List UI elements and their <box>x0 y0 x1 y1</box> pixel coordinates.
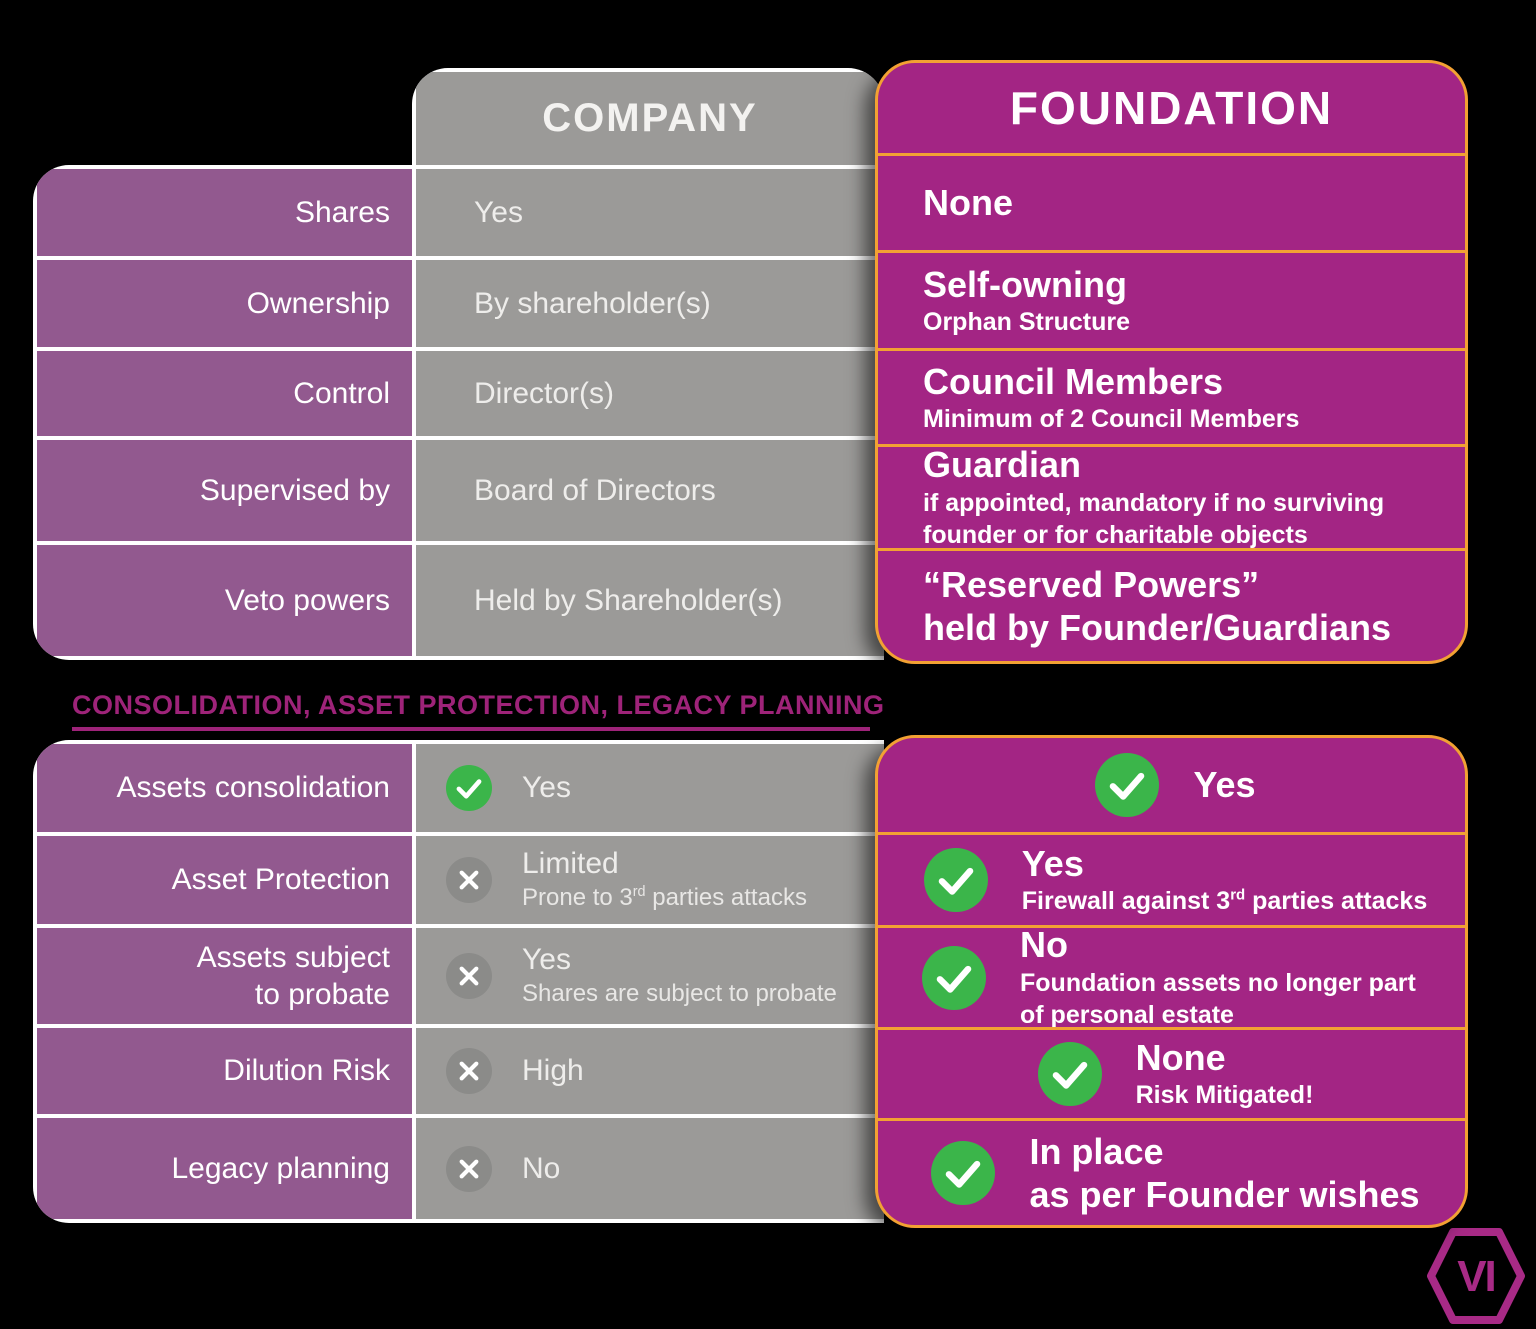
table2-company-column: Yes Limited Prone to 3rd parties attacks… <box>412 740 884 1223</box>
table2-label-assets-consolidation: Assets consolidation <box>37 744 416 832</box>
company-asset-protection: Limited Prone to 3rd parties attacks <box>416 836 884 924</box>
table1-label-veto-powers: Veto powers <box>37 545 416 656</box>
cross-icon <box>446 857 492 903</box>
check-icon <box>1037 1042 1102 1106</box>
check-icon <box>1095 753 1160 817</box>
check-icon <box>931 1141 996 1205</box>
foundation-ownership-value: Self-owning Orphan Structure <box>878 250 1465 348</box>
cross-icon <box>446 953 492 999</box>
table2-row-labels-column: Assets consolidation Asset Protection As… <box>33 740 416 1223</box>
table2-foundation-column: Yes Yes Firewall against 3rd parties att… <box>875 735 1468 1228</box>
section-heading: CONSOLIDATION, ASSET PROTECTION, LEGACY … <box>72 690 885 720</box>
logo-monogram: VI <box>1457 1252 1495 1301</box>
foundation-asset-protection: Yes Firewall against 3rd parties attacks <box>878 832 1465 925</box>
table1-label-control: Control <box>37 351 416 436</box>
table2-label-asset-protection: Asset Protection <box>37 836 416 924</box>
table1-company-column: COMPANY Yes By shareholder(s) Director(s… <box>412 68 884 660</box>
foundation-legacy-planning: In place as per Founder wishes <box>878 1118 1465 1225</box>
cross-icon <box>446 1145 492 1192</box>
foundation-asset-protection-note: Firewall against 3rd parties attacks <box>1021 887 1428 916</box>
cross-icon <box>446 1048 492 1094</box>
company-asset-protection-note: Prone to 3rd parties attacks <box>522 884 807 912</box>
check-icon <box>923 848 988 912</box>
foundation-assets-subject-to-probate: No Foundation assets no longer part of p… <box>878 924 1465 1029</box>
table1-label-supervised-by: Supervised by <box>37 440 416 541</box>
check-icon <box>446 765 492 811</box>
table1-label-ownership: Ownership <box>37 260 416 347</box>
company-column-header: COMPANY <box>416 72 884 165</box>
company-shares-value: Yes <box>416 169 884 256</box>
company-supervised-value: Board of Directors <box>416 440 884 541</box>
table2-label-assets-subject-to-probate: Assets subject to probate <box>37 928 416 1024</box>
foundation-control-value: Council Members Minimum of 2 Council Mem… <box>878 348 1465 444</box>
table1-label-shares: Shares <box>37 169 416 256</box>
foundation-dilution-risk: None Risk Mitigated! <box>878 1027 1465 1118</box>
section-heading-underline <box>72 727 870 731</box>
foundation-shares-value: None <box>878 153 1465 250</box>
company-dilution-risk: High <box>416 1028 884 1114</box>
check-icon <box>922 945 986 1010</box>
company-legacy-planning: No <box>416 1118 884 1219</box>
foundation-veto-value: “Reserved Powers” held by Founder/Guardi… <box>878 548 1465 661</box>
foundation-column-header: FOUNDATION <box>1009 82 1334 134</box>
foundation-assets-consolidation: Yes <box>878 738 1465 832</box>
company-assets-subject-to-probate: Yes Shares are subject to probate <box>416 928 884 1024</box>
company-ownership-value: By shareholder(s) <box>416 260 884 347</box>
foundation-supervised-value: Guardian if appointed, mandatory if no s… <box>878 444 1465 549</box>
hexagon-vi-logo-icon: VI <box>1427 1228 1525 1324</box>
table1-row-labels-column: Shares Ownership Control Supervised by V… <box>33 165 416 660</box>
table2-label-dilution-risk: Dilution Risk <box>37 1028 416 1114</box>
table2-label-legacy-planning: Legacy planning <box>37 1118 416 1219</box>
table1-foundation-column: FOUNDATION None Self-owning Orphan Struc… <box>875 60 1468 664</box>
company-veto-value: Held by Shareholder(s) <box>416 545 884 656</box>
company-assets-consolidation: Yes <box>416 744 884 832</box>
company-control-value: Director(s) <box>416 351 884 436</box>
